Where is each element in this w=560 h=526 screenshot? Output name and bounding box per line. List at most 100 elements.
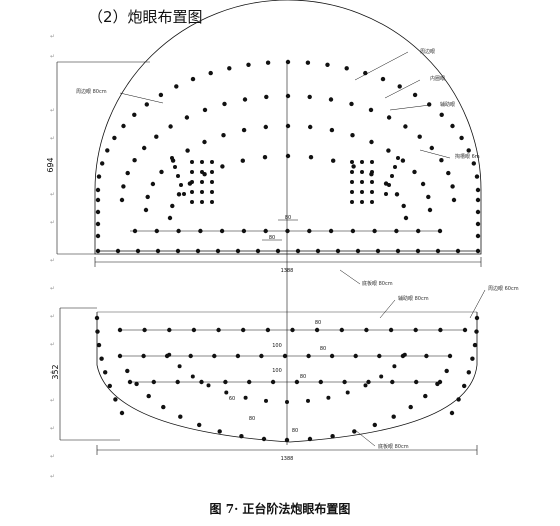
blast-hole [127,379,133,385]
blast-hole [368,107,374,113]
blast-hole [261,436,267,442]
blast-hole [329,127,335,133]
blast-hole [474,174,480,179]
blast-hole [393,165,397,169]
blast-hole [170,156,174,160]
lower-height-dim: 352 [51,364,60,379]
blast-hole [375,248,381,254]
blast-hole [119,197,125,203]
page-heading: （2）炮眼布置图 [88,8,203,26]
blast-hole [394,228,399,234]
spacing-lower-5: 80 [300,374,306,380]
blast-hole [190,200,194,204]
blast-hole [397,84,402,89]
blast-hole [307,436,313,442]
blast-hole [235,353,241,359]
blast-hole [330,434,335,439]
blast-hole [219,228,225,234]
blast-hole [176,228,181,234]
blast-hole [472,342,478,348]
blast-hole [360,160,364,164]
blast-hole [387,183,391,187]
blast-hole [377,353,382,359]
blast-hole [174,84,179,89]
blast-hole [200,200,204,204]
blast-hole [390,174,394,178]
label-left-1: 周边眼 80cm [76,88,107,95]
blast-hole [121,184,126,189]
blast-hole [420,181,426,187]
blast-hole [255,248,261,254]
paragraph-mark: ↵ [50,473,55,480]
blast-hole [308,124,313,130]
spacing-lower-1: 80 [315,320,321,326]
blast-hole [306,398,310,403]
blast-hole [262,155,268,160]
blast-hole [339,327,344,333]
blast-hole [265,327,271,333]
blast-hole [95,233,101,239]
blast-hole [285,153,291,159]
blast-hole [155,248,161,254]
blast-hole [263,228,268,234]
blast-hole [121,123,126,129]
blast-hole [206,383,211,388]
blast-hole [451,197,457,203]
blast-hole [241,327,246,333]
upper-outline [94,0,482,255]
blast-hole [285,228,290,234]
blast-hole [132,112,137,118]
blast-hole [241,228,247,234]
paragraph-mark: ↵ [50,425,55,432]
blast-hole [95,221,101,227]
blast-hole [349,101,354,107]
blast-hole [184,115,190,120]
blast-hole [202,139,207,145]
blast-hole [369,139,374,145]
blast-hole [247,379,252,385]
blast-hole [329,353,335,359]
blast-hole [94,315,100,321]
blast-hole [285,93,291,99]
paragraph-mark: ↵ [50,453,55,460]
blast-hole [95,209,101,215]
blast-hole [372,422,377,428]
blast-hole [222,101,227,107]
blast-hole [416,228,421,234]
blast-hole [352,429,357,434]
blast-hole [295,248,301,254]
blast-hole [105,148,110,153]
blast-hole [388,327,394,333]
blast-hole [95,197,101,203]
blast-hole [284,437,290,443]
blast-hole [167,327,172,333]
blast-hole [392,364,397,369]
blast-hole [200,170,204,174]
blast-hole [437,228,443,234]
blast-hole [363,383,368,388]
blast-hole [350,170,354,174]
blast-hole [197,422,202,428]
blast-hole [402,352,407,357]
blast-hole [200,160,204,164]
blast-hole [220,164,225,169]
blast-hole [447,353,453,359]
blast-hole [417,134,422,139]
upper-section [56,0,482,300]
blast-hole [241,127,247,133]
paragraph-mark: ↵ [50,163,55,170]
blast-hole [132,158,137,163]
blast-hole [264,398,268,403]
spacing-lower-8: 80 [292,428,298,434]
blast-hole [100,161,105,166]
label-top-4: 掏槽眼 6m [455,153,480,160]
blast-hole [199,379,204,385]
blast-hole [318,379,323,385]
blast-hole [386,148,391,153]
blast-hole [215,248,221,254]
blast-hole [170,203,175,209]
blast-hole [307,228,312,234]
blast-hole [125,368,130,374]
label-bottom-upper: 底板眼 80cm [362,280,393,287]
blast-hole [360,180,364,184]
